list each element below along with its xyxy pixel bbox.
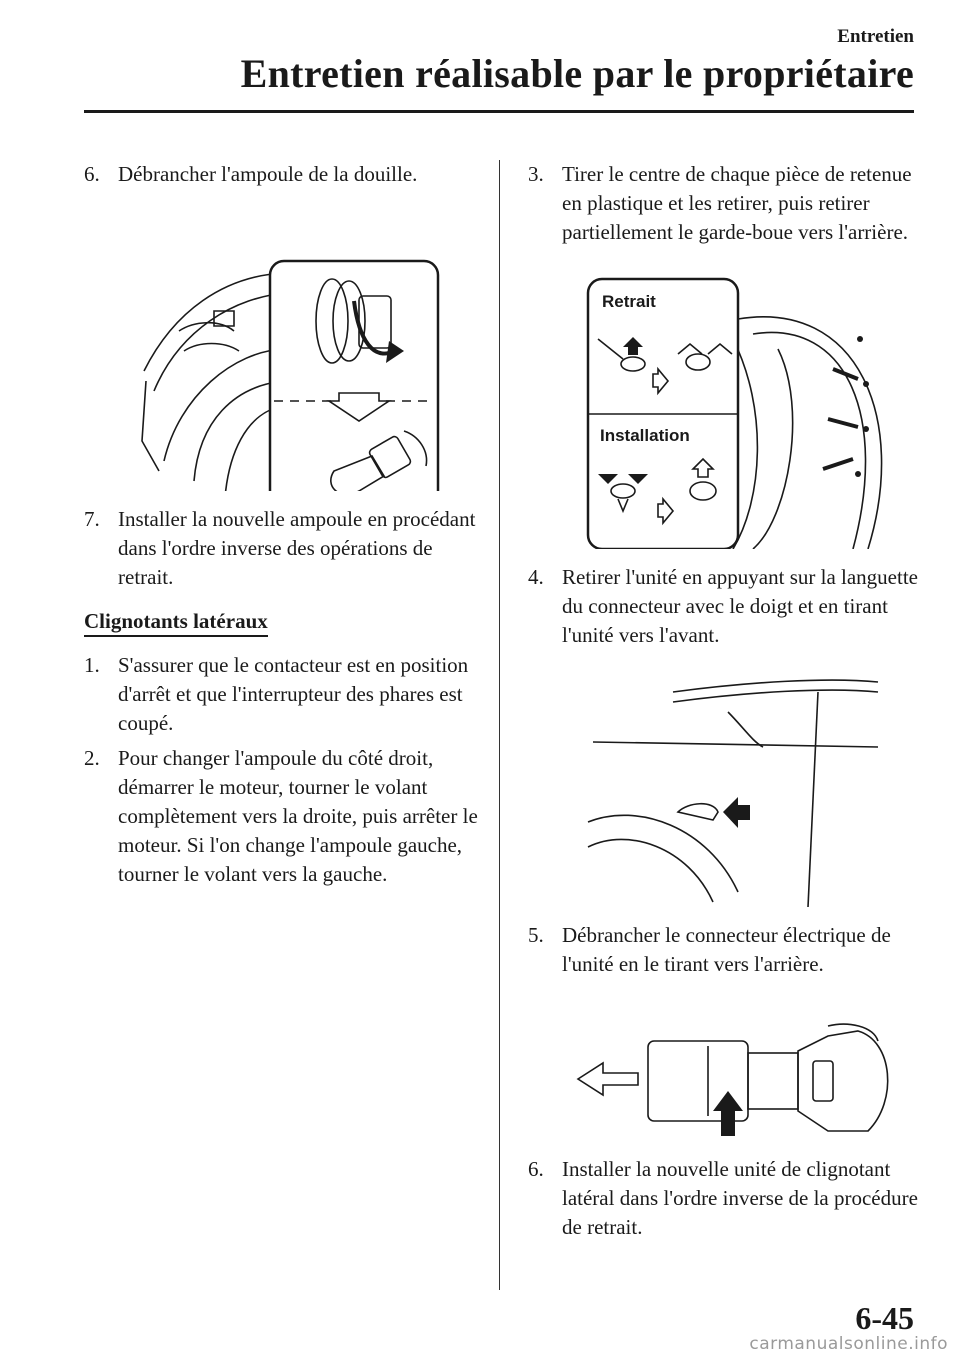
retainer-removal-illustration: Retrait Installation (586, 277, 883, 549)
header-divider (84, 110, 914, 113)
sub-step-1: 1. S'assurer que le contacteur est en po… (84, 651, 480, 738)
step-text: Débrancher l'ampoule de la douille. (118, 162, 418, 186)
step-3-remove-retainers: 3. Tirer le centre de chaque pièce de re… (528, 160, 918, 247)
column-divider (499, 160, 500, 1290)
step-number: 2. (84, 746, 100, 770)
step-4-remove-unit: 4. Retirer l'unité en appuyant sur la la… (528, 563, 918, 650)
right-column: 3. Tirer le centre de chaque pièce de re… (528, 160, 918, 1248)
step-7-install-bulb: 7. Installer la nouvelle ampoule en proc… (84, 505, 480, 592)
step-text: Installer la nouvelle unité de clignotan… (562, 1157, 918, 1239)
unit-removal-illustration (587, 679, 879, 907)
watermark: carmanualsonline.info (749, 1334, 948, 1354)
bulb-removal-illustration (141, 259, 440, 491)
step-number: 4. (528, 565, 544, 589)
step-number: 7. (84, 507, 100, 531)
left-column: 6. Débrancher l'ampoule de la douille. (84, 160, 480, 895)
step-5-disconnect-connector: 5. Débrancher le connecteur électrique d… (528, 921, 918, 979)
step-number: 6. (528, 1157, 544, 1181)
section-label: Entretien (837, 26, 914, 47)
step-text: Débrancher le connecteur électrique de l… (562, 923, 891, 976)
step-6-unplug-bulb: 6. Débrancher l'ampoule de la douille. (84, 160, 480, 189)
step-number: 1. (84, 653, 100, 677)
section-heading: Clignotants latéraux (84, 608, 268, 637)
step-text: Installer la nouvelle ampoule en procéda… (118, 507, 476, 589)
connector-disconnect-illustration (576, 1023, 889, 1136)
step-text: Pour changer l'ampoule du côté droit, dé… (118, 746, 478, 886)
sub-step-2: 2. Pour changer l'ampoule du côté droit,… (84, 744, 480, 889)
installation-label: Installation (600, 426, 690, 445)
page-number: 6-45 (855, 1300, 914, 1336)
step-text: Retirer l'unité en appuyant sur la langu… (562, 565, 918, 647)
step-number: 3. (528, 162, 544, 186)
step-number: 6. (84, 162, 100, 186)
step-number: 5. (528, 923, 544, 947)
step-text: Tirer le centre de chaque pièce de reten… (562, 162, 912, 244)
page-title: Entretien réalisable par le propriétaire (240, 51, 914, 96)
step-text: S'assurer que le contacteur est en posit… (118, 653, 469, 735)
step-6-install-unit: 6. Installer la nouvelle unité de cligno… (528, 1155, 918, 1242)
retrait-label: Retrait (602, 292, 656, 311)
